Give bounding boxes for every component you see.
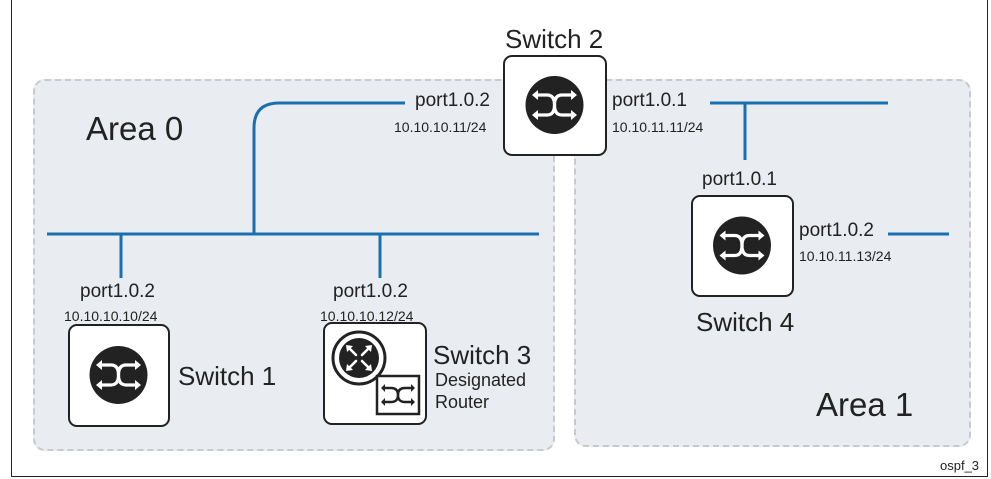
figure-frame xyxy=(11,0,988,477)
switch2-device[interactable] xyxy=(503,55,607,156)
switch3-role-line1: Designated xyxy=(435,370,527,390)
switch-icon xyxy=(89,346,148,404)
switch2-right-ip: 10.10.11.11/24 xyxy=(612,119,704,135)
switch2-left-port: port1.0.2 xyxy=(415,90,490,111)
switch3-device[interactable] xyxy=(323,322,427,425)
switch3-name: Switch 3 xyxy=(433,340,532,370)
switch4-top-port: port1.0.1 xyxy=(702,169,777,190)
switch3-ip: 10.10.10.12/24 xyxy=(320,308,414,324)
router-icon xyxy=(331,330,421,416)
switch-icon xyxy=(713,216,771,275)
switch2-right-port: port1.0.1 xyxy=(612,90,687,111)
switch4-right-ip: 10.10.11.13/24 xyxy=(799,248,892,264)
switch1-name: Switch 1 xyxy=(178,361,277,391)
switch4-right-port: port1.0.2 xyxy=(799,220,874,241)
switch4-device[interactable] xyxy=(691,195,794,297)
figure-tag: ospf_3 xyxy=(940,458,980,473)
switch2-left-uplink xyxy=(252,101,405,234)
switch1-ip: 10.10.10.10/24 xyxy=(64,308,158,324)
switch2-name: Switch 2 xyxy=(505,24,604,54)
switch3-port: port1.0.2 xyxy=(333,281,408,302)
switch4-name: Switch 4 xyxy=(696,307,795,337)
switch3-role-line2: Router xyxy=(435,392,490,412)
switch2-left-ip: 10.10.10.11/24 xyxy=(394,119,487,135)
area-1-label: Area 1 xyxy=(816,386,914,423)
switch1-port: port1.0.2 xyxy=(80,281,155,302)
switch1-device[interactable] xyxy=(68,324,170,427)
switch-icon xyxy=(525,76,584,134)
area-0-label: Area 0 xyxy=(86,110,184,147)
